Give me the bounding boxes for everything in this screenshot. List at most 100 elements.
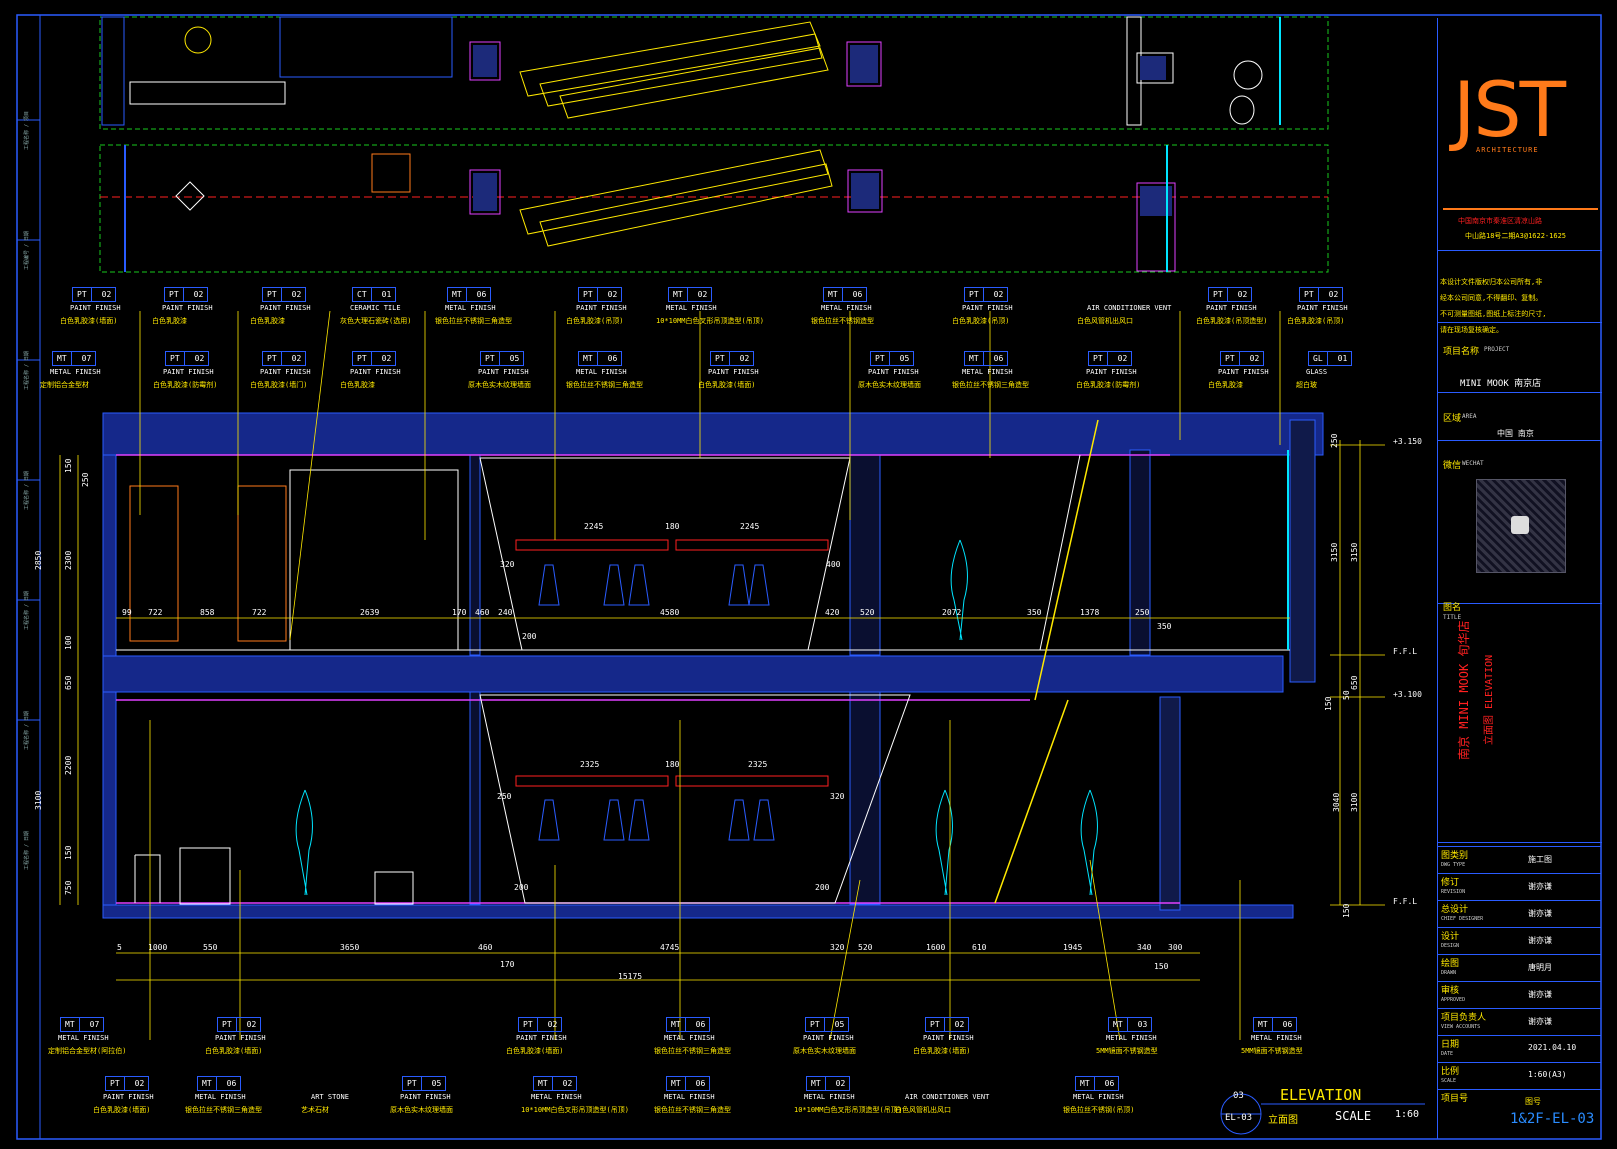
callout-label-en: PAINT FINISH: [350, 368, 401, 376]
callout-label-cn: 超白玻: [1296, 381, 1317, 389]
dimension-value: 4580: [660, 608, 680, 617]
callout-label-cn: 银色拉丝不锈钢三角造型: [654, 1047, 731, 1055]
callout-code: MT: [811, 1079, 821, 1088]
callout-label-cn: 原木色实木纹理墙面: [468, 381, 531, 389]
callout-number: 06: [841, 288, 867, 301]
callout-number: 02: [280, 352, 306, 365]
dimension-value: 300: [1168, 943, 1183, 952]
callout-number: 02: [370, 352, 396, 365]
elevation-title-cn: 立面图: [1268, 1115, 1298, 1126]
callout-label-cn: 白色乳胶漆(吊顶): [1287, 317, 1345, 325]
title-note: 不可测量图纸,图纸上标注的尺寸,: [1440, 310, 1547, 318]
dimension-value: 2325: [580, 760, 600, 769]
callout-label-cn: 白色乳胶漆(吊顶): [952, 317, 1010, 325]
dimension-value: 520: [860, 608, 875, 617]
qr-label-en: WECHAT: [1462, 460, 1484, 467]
dimension-value: 400: [826, 560, 841, 569]
qr-center-icon: [1511, 516, 1529, 534]
callout-number: 02: [90, 288, 116, 301]
side-note: 工程名称 / 日期: [24, 470, 30, 510]
callout-label-en: ART STONE: [311, 1093, 349, 1101]
title-row-value: 1:60(A3): [1528, 1070, 1567, 1079]
callout-code: MT: [1258, 1020, 1268, 1029]
dimension-value: 5: [117, 943, 122, 952]
callout-number: 02: [183, 352, 209, 365]
callout-label-cn: 10*10MM白色叉形吊顶造型(吊顶): [794, 1106, 902, 1114]
dimension-value: 50: [1342, 690, 1351, 700]
callout-code: PT: [169, 290, 179, 299]
callout-code: PT: [523, 1020, 533, 1029]
callout-label-cn: 白色乳胶漆(吊顶): [566, 317, 624, 325]
logo-divider: [1443, 208, 1598, 210]
dimension-value: 3100: [1350, 792, 1359, 812]
callout-number: 02: [235, 1018, 261, 1031]
dimension-value: 650: [1350, 675, 1359, 690]
title-row-label: 审核: [1441, 986, 1460, 996]
company-line: 中国南京市秦淮区清凉山路: [1458, 217, 1542, 225]
elevation-title: ELEVATION: [1280, 1086, 1362, 1104]
callout-label-cn: 银色拉丝不锈钢三角造型: [435, 317, 512, 325]
dimension-value: 460: [478, 943, 493, 952]
callout-number: 06: [215, 1077, 241, 1090]
callout-label-cn: 10*10MM白色叉形吊顶造型(吊顶): [521, 1106, 629, 1114]
callout-code: MT: [65, 1020, 75, 1029]
callout-label-en: METAL FINISH: [666, 304, 717, 312]
callout-code: PT: [407, 1079, 417, 1088]
side-note: 工程名称 / 项目: [24, 110, 30, 150]
dimension-value: 320: [500, 560, 515, 569]
callout-label-cn: 银色拉丝不锈钢三角造型: [654, 1106, 731, 1114]
callout-label-en: METAL FINISH: [664, 1093, 715, 1101]
title-row-divider: [1437, 981, 1601, 982]
side-note: 工程名称 / 日期: [24, 710, 30, 750]
title-row-label: 修订: [1441, 878, 1460, 888]
callout-label-en: METAL FINISH: [804, 1093, 855, 1101]
callout-label-cn: 白色乳胶漆(墙面): [913, 1047, 971, 1055]
callout-label-cn: 白色乳胶漆: [250, 317, 285, 325]
title-row-label-en: DRAWN: [1441, 970, 1457, 976]
callout-label-cn: 白色乳胶漆(墙面): [698, 381, 756, 389]
callout-number: 07: [78, 1018, 104, 1031]
title-row-divider: [1437, 1062, 1601, 1063]
callout-code: MT: [671, 1079, 681, 1088]
callout-label-cn: 原木色实木纹理墙面: [390, 1106, 453, 1114]
callout-code: MT: [1113, 1020, 1123, 1029]
title-block-divider: [1438, 392, 1602, 393]
dimension-value: 420: [825, 608, 840, 617]
callout-label-en: METAL FINISH: [195, 1093, 246, 1101]
title-block-divider: [1438, 603, 1602, 604]
title-row-label-en: DWG TYPE: [1441, 862, 1466, 868]
dimension-value: 150: [1342, 903, 1351, 918]
title-row-label: 项目负责人: [1441, 1013, 1487, 1023]
callout-label-cn: 银色拉丝不锈钢三角造型: [952, 381, 1029, 389]
title-block-divider: [1438, 250, 1602, 251]
title-row-label: 设计: [1441, 932, 1460, 942]
callout-label-cn: 原木色实木纹理墙面: [858, 381, 921, 389]
callout-label-en: METAL FINISH: [58, 1034, 109, 1042]
dimension-value: 320: [830, 792, 845, 801]
dimension-value: 2245: [584, 522, 604, 531]
callout-label-en: PAINT FINISH: [708, 368, 759, 376]
dimension-value: 1600: [926, 943, 946, 952]
callout-label-en: METAL FINISH: [1106, 1034, 1157, 1042]
callout-label-en: PAINT FINISH: [400, 1093, 451, 1101]
plan-view-1: [99, 16, 1329, 130]
dimension-value: 3150: [1330, 542, 1339, 562]
callout-number: 02: [943, 1018, 969, 1031]
callout-label-cn: 原木色实木纹理墙面: [793, 1047, 856, 1055]
callout-label-cn: 白色乳胶漆: [1208, 381, 1243, 389]
dimension-value: 1000: [148, 943, 168, 952]
callout-code: PT: [1304, 290, 1314, 299]
dimension-value: 2850: [34, 550, 43, 570]
project-label: 项目名称: [1443, 347, 1480, 357]
callout-label-en: PAINT FINISH: [1218, 368, 1269, 376]
